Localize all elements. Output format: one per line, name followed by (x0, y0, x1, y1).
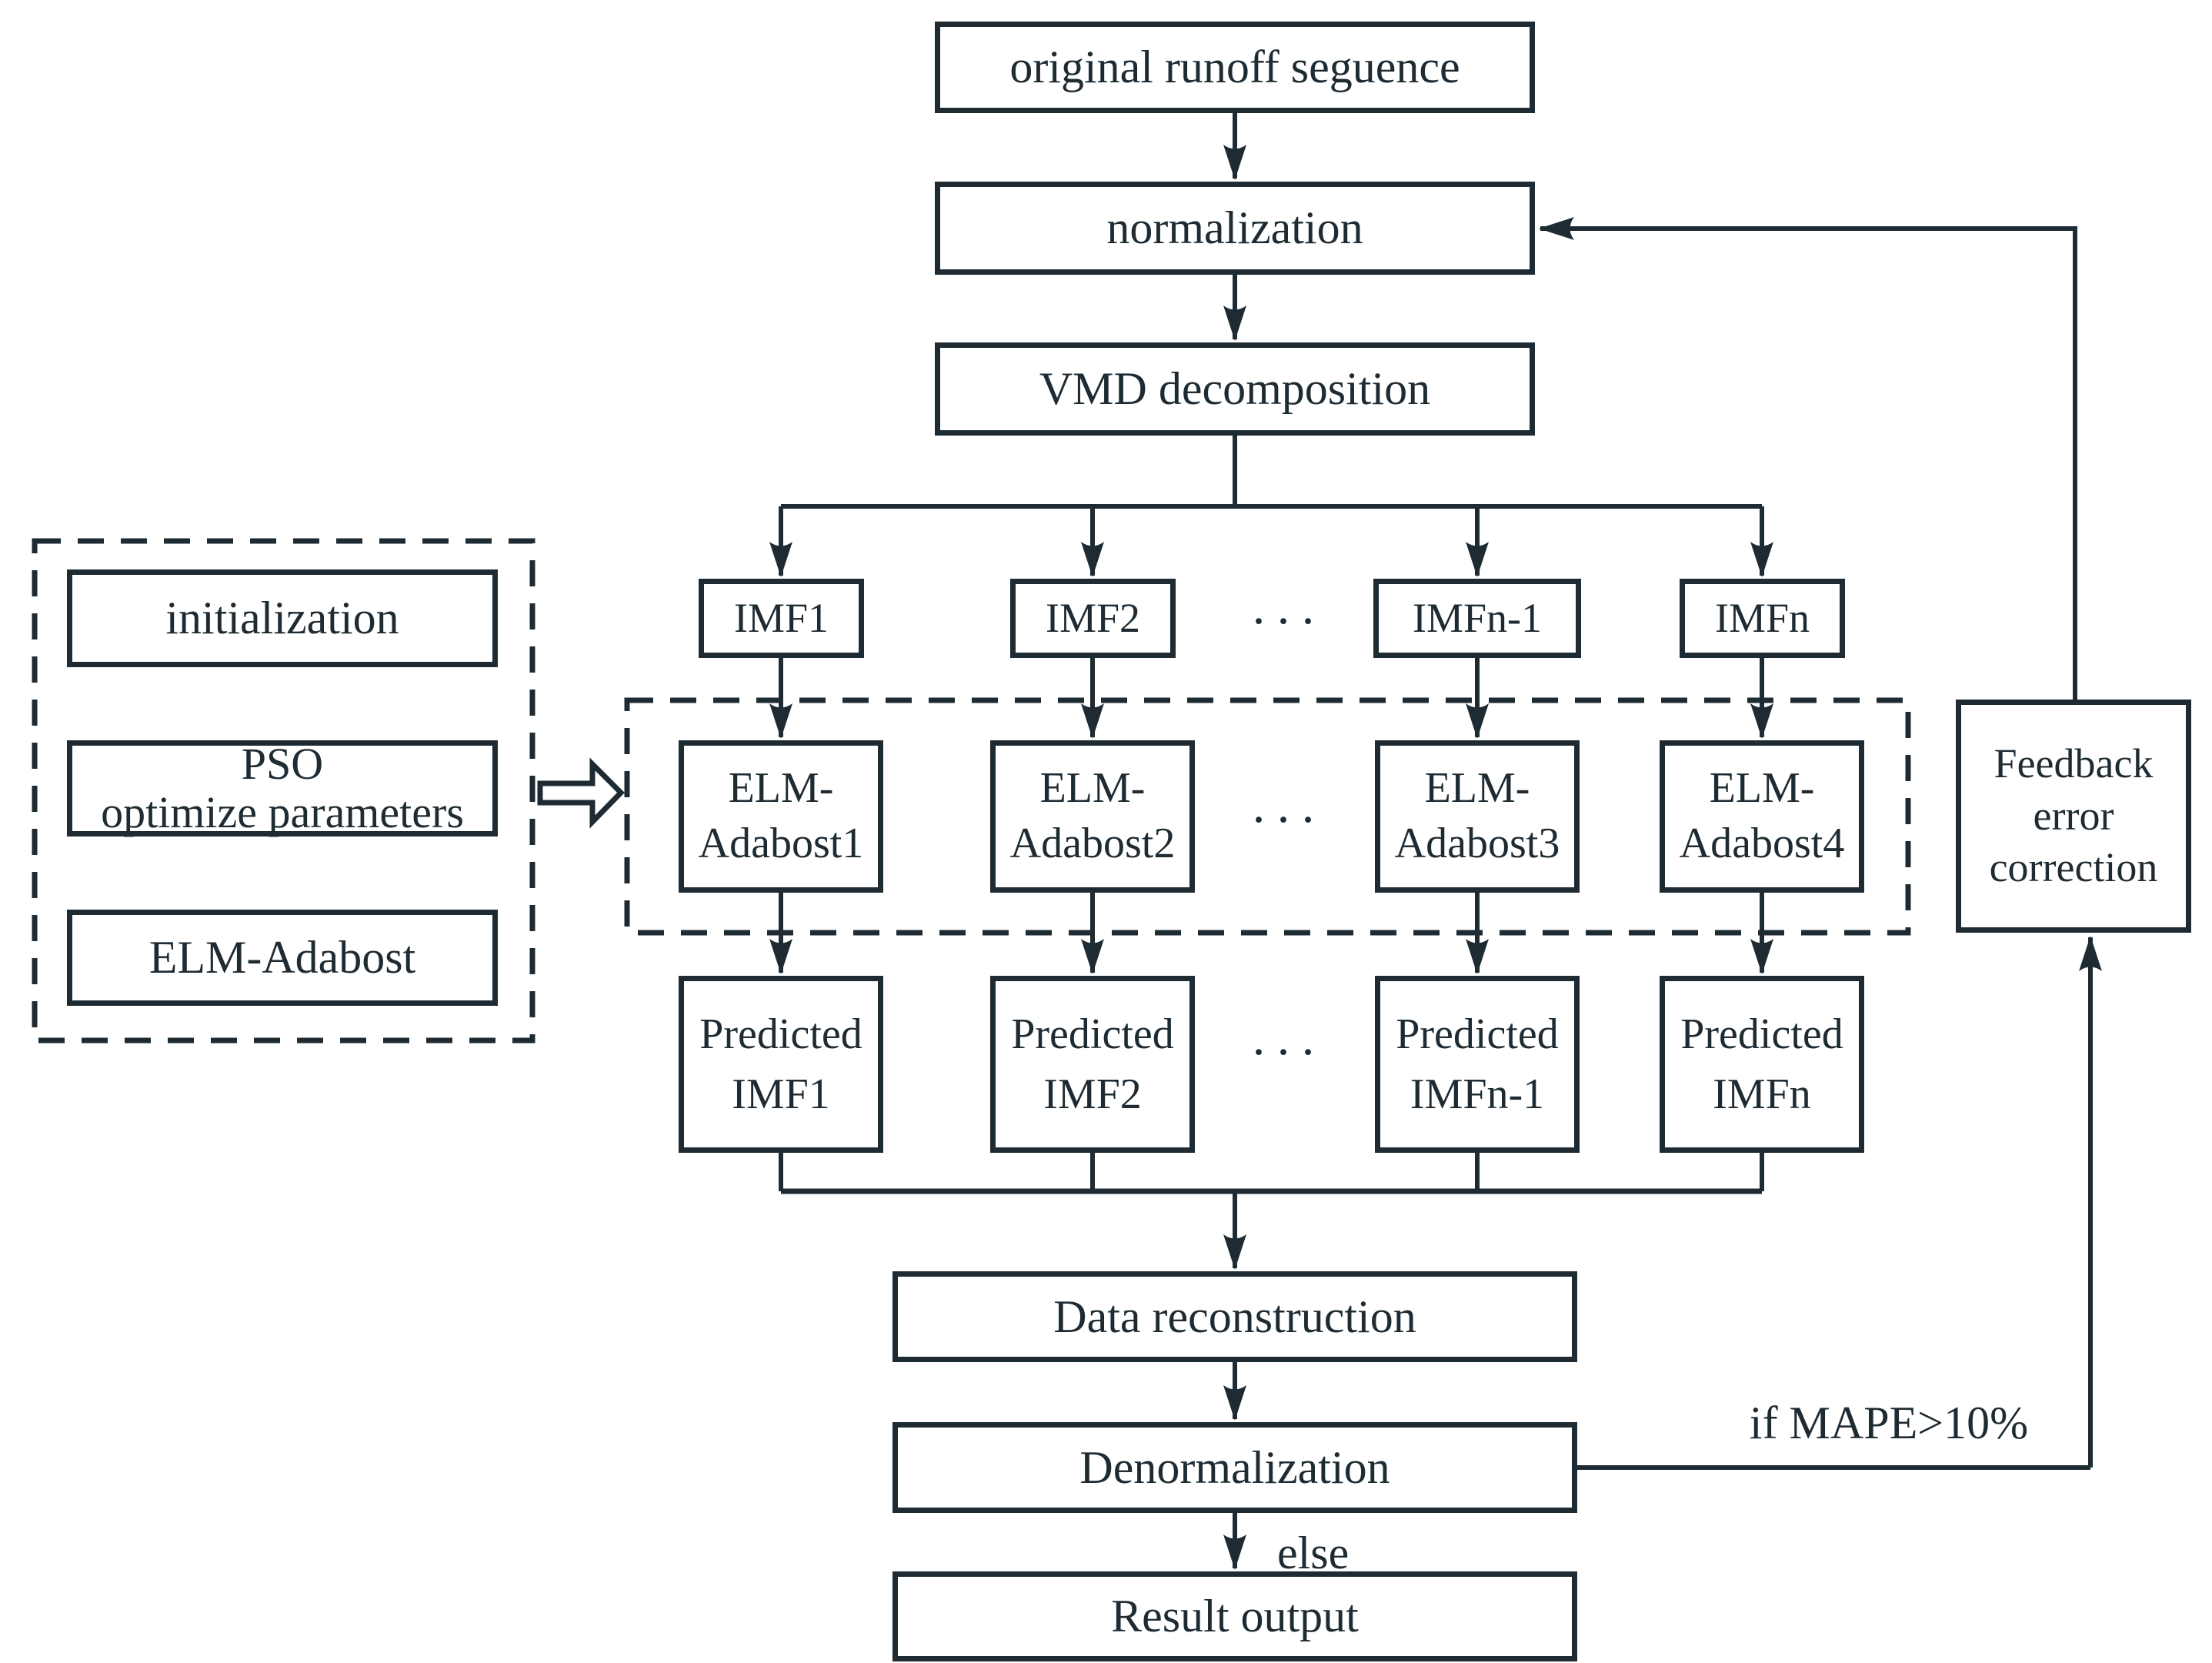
node-imfn: IMFn (1680, 579, 1845, 658)
node-predicted-imf2: Predicted IMF2 (990, 976, 1195, 1153)
node-result-output: Result output (892, 1571, 1577, 1661)
node-predicted-imfn-1: Predicted IMFn-1 (1375, 976, 1580, 1153)
node-elm-adabost2: ELM- Adabost2 (990, 740, 1195, 893)
node-imf1: IMF1 (699, 579, 864, 658)
pso-apply-arrow-icon (537, 757, 625, 829)
node-predicted-imfn: Predicted IMFn (1660, 976, 1864, 1153)
pso-panel-dashed-frame (32, 538, 535, 1044)
node-initialization: initialization (67, 569, 498, 667)
predicted-row-ellipsis: ··· (1250, 1024, 1324, 1080)
node-pso-optimize-parameters: PSO optimize parameters (67, 740, 498, 837)
label-else: else (1277, 1528, 1350, 1578)
node-elm-adabost4: ELM- Adabost4 (1660, 740, 1864, 893)
node-predicted-imf1: Predicted IMF1 (679, 976, 883, 1153)
elm-row-dashed-frame (624, 697, 1911, 936)
imf-row-ellipsis: ··· (1250, 593, 1324, 650)
node-original-runoff: original runoff seguence (935, 22, 1535, 113)
node-imfn-1: IMFn-1 (1373, 579, 1581, 658)
node-vmd-decomposition: VMD decomposition (935, 342, 1535, 436)
node-data-reconstruction: Data reconstruction (892, 1271, 1577, 1362)
node-elm-adabost1: ELM- Adabost1 (679, 740, 883, 893)
node-elm-adabost: ELM-Adabost (67, 910, 498, 1006)
node-imf2: IMF2 (1010, 579, 1176, 658)
node-elm-adabost3: ELM- Adabost3 (1375, 740, 1580, 893)
node-denormalization: Denormalization (892, 1422, 1577, 1513)
label-if-mape: if MAPE>10% (1749, 1398, 2029, 1448)
arrow-feedback-to-normalization (1539, 217, 2077, 700)
node-feedback-error-correction: Feedback error correction (1956, 700, 2191, 933)
elm-row-ellipsis: ··· (1250, 792, 1324, 848)
node-normalization: normalization (935, 182, 1535, 275)
